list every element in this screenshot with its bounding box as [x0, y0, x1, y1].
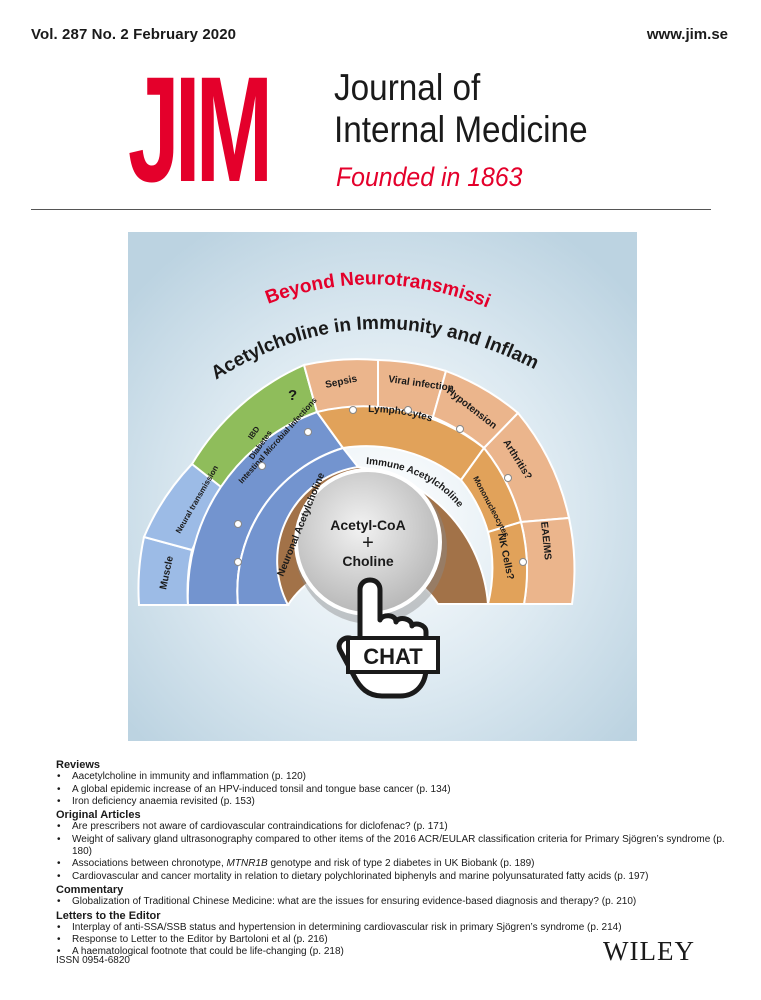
toc-item[interactable]: Associations between chronotype, MTNR1B …	[56, 858, 736, 871]
sector-nk-cells	[486, 520, 528, 605]
toc-item[interactable]: Aacetylcholine in immunity and inflammat…	[56, 771, 736, 784]
website-url[interactable]: www.jim.se	[646, 26, 728, 43]
founded-tagline: Founded in 1863	[336, 162, 523, 192]
toc-item[interactable]: Weight of salivary gland ultrasonography…	[56, 834, 736, 859]
toc-item[interactable]: A global epidemic increase of an HPV-ind…	[56, 784, 736, 797]
toc-section-heading: Original Articles	[56, 809, 141, 822]
publisher-logo: WILEY	[603, 936, 695, 966]
centre-line2: Choline	[342, 553, 394, 569]
sector-neuronal-inner	[236, 446, 360, 606]
toc-section-heading: Letters to the Editor	[56, 909, 161, 922]
eae-ms-label: EAE/MS	[538, 521, 553, 561]
journal-title-line1: Journal of	[334, 67, 481, 108]
toc-item[interactable]: Response to Letter to the Editor by Bart…	[56, 934, 736, 947]
centre-plus: +	[362, 532, 374, 554]
toc-section-heading: Reviews	[56, 759, 101, 771]
toc-item[interactable]: Are prescribers not aware of cardiovascu…	[56, 821, 736, 834]
jim-logo: JIM	[128, 45, 273, 213]
connector-dots	[234, 406, 527, 566]
issn-number: ISSN 0954-6820	[56, 955, 130, 966]
header-divider	[31, 209, 711, 210]
chat-label: CHAT	[363, 644, 423, 669]
toc-item[interactable]: Iron deficiency anaemia revisited (p. 15…	[56, 796, 736, 809]
table-of-contents: ReviewsAacetylcholine in immunity and in…	[56, 758, 736, 959]
toc-item[interactable]: Globalization of Traditional Chinese Med…	[56, 896, 736, 909]
issue-info: Vol. 287 No. 2 February 2020	[31, 26, 237, 43]
sector-lymphocytes	[315, 405, 486, 482]
hand-pointer-icon: CHAT	[336, 577, 440, 699]
journal-title-line2: Internal Medicine	[334, 109, 588, 150]
toc-item[interactable]: Interplay of anti-SSA/SSB status and hyp…	[56, 922, 736, 935]
toc-item[interactable]: Cardiovascular and cancer mortality in r…	[56, 871, 736, 884]
green-question-mark: ?	[288, 387, 297, 404]
toc-section-heading: Commentary	[56, 883, 124, 896]
centre-line1: Acetyl-CoA	[330, 517, 405, 533]
toc-item[interactable]: A haematological footnote that could be …	[56, 946, 736, 959]
cover-illustration: Acetyl-CoA + Choline CHAT Beyond Neurotr…	[128, 232, 637, 741]
